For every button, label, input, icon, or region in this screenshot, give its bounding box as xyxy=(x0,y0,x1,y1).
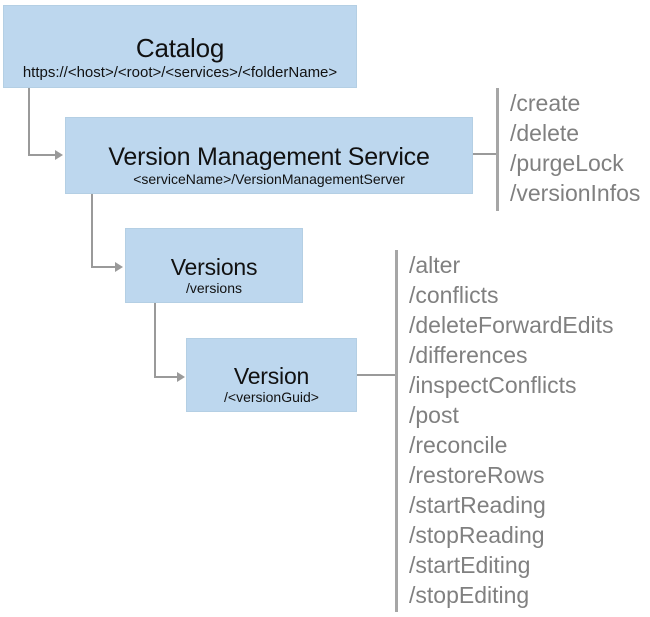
version-operation-item[interactable]: /stopReading xyxy=(409,522,545,548)
node-versions[interactable]: Versions /versions xyxy=(125,228,303,303)
arrowhead-service-to-versions xyxy=(115,262,123,272)
version-operation-item[interactable]: /startReading xyxy=(409,492,546,518)
version-operation-item[interactable]: /differences xyxy=(409,342,528,368)
node-catalog-title: Catalog xyxy=(135,33,225,64)
arrowhead-catalog-to-service xyxy=(55,150,63,160)
node-catalog[interactable]: Catalog https://<host>/<root>/<services>… xyxy=(3,5,357,88)
version-operations-list: /alter/conflicts/deleteForwardEdits/diff… xyxy=(395,250,614,612)
service-operation-item[interactable]: /delete xyxy=(510,120,580,146)
connector-version-to-operations xyxy=(357,374,397,376)
node-version-management-service-title: Version Management Service xyxy=(108,142,430,171)
connector-versions-to-version-horizontal xyxy=(154,376,179,378)
service-operations-list: /create/delete/purgeLock/versionInfos xyxy=(496,88,640,211)
service-operations-items: /create/delete/purgeLock/versionInfos xyxy=(499,88,640,211)
version-operation-item[interactable]: /stopEditing xyxy=(409,582,530,608)
node-version-title: Version xyxy=(233,362,310,389)
service-operation-item[interactable]: /versionInfos xyxy=(510,180,641,206)
connector-catalog-to-service-vertical xyxy=(28,88,30,155)
version-operation-item[interactable]: /reconcile xyxy=(409,432,508,458)
connector-catalog-to-service-horizontal xyxy=(28,154,57,156)
node-versions-path: /versions xyxy=(185,279,243,296)
node-version[interactable]: Version /<versionGuid> xyxy=(186,338,357,412)
node-version-path: /<versionGuid> xyxy=(224,388,319,405)
version-operation-item[interactable]: /alter xyxy=(409,252,461,278)
service-operation-item[interactable]: /purgeLock xyxy=(510,150,624,176)
node-version-management-service[interactable]: Version Management Service <serviceName>… xyxy=(65,117,473,194)
service-operations-bracket xyxy=(496,88,499,211)
arrowhead-versions-to-version xyxy=(177,372,185,382)
version-operation-item[interactable]: /inspectConflicts xyxy=(409,372,577,398)
node-versions-title: Versions xyxy=(170,253,258,280)
version-operation-item[interactable]: /startEditing xyxy=(409,552,531,578)
version-operations-items: /alter/conflicts/deleteForwardEdits/diff… xyxy=(398,250,614,612)
connector-versions-to-version-vertical xyxy=(154,303,156,377)
connector-service-to-operations xyxy=(473,153,498,155)
version-operation-item[interactable]: /conflicts xyxy=(409,282,499,308)
connector-service-to-versions-horizontal xyxy=(91,266,117,268)
version-operation-item[interactable]: /restoreRows xyxy=(409,462,545,488)
service-operation-item[interactable]: /create xyxy=(510,90,581,116)
version-operations-bracket xyxy=(395,250,398,612)
connector-service-to-versions-vertical xyxy=(91,194,93,267)
node-version-management-service-path: <serviceName>/VersionManagementServer xyxy=(133,170,405,187)
node-catalog-path: https://<host>/<root>/<services>/<folder… xyxy=(22,63,338,81)
version-operation-item[interactable]: /post xyxy=(409,402,459,428)
version-operation-item[interactable]: /deleteForwardEdits xyxy=(409,312,614,338)
